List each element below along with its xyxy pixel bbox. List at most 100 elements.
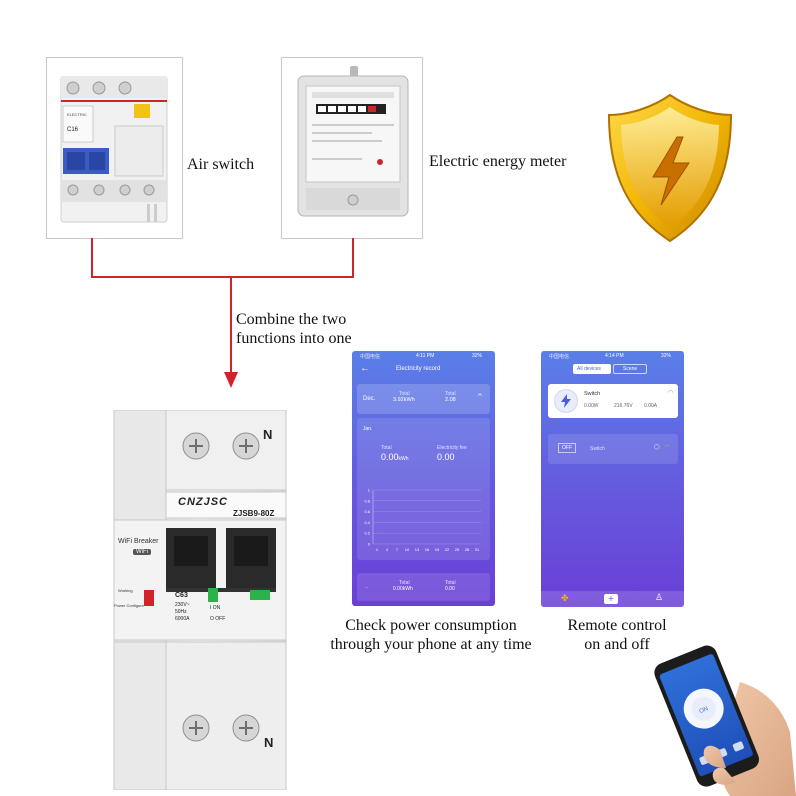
chart-x-tick: 19 [435, 547, 440, 552]
check-line2: through your phone at any time [330, 636, 532, 653]
page-title: Electricity record [396, 366, 441, 372]
nav-profile-icon[interactable]: ♙ [655, 592, 664, 602]
wire-horizontal [91, 276, 354, 278]
check-line1: Check power consumption [345, 617, 517, 634]
period-label: Dec. [363, 396, 376, 402]
combine-caption: Combine the two functions into one [236, 310, 352, 348]
chart-y-tick: 0 [368, 542, 371, 547]
total-value: 3.92kWh [393, 397, 415, 403]
chart-y-tick: 0.8 [364, 498, 370, 503]
device2-wifi-icon: ◠ [665, 444, 670, 450]
air-switch-caption: Air switch [187, 156, 255, 173]
lightning-icon [561, 394, 571, 408]
status-battery: 32% [472, 353, 483, 359]
wifi-breaker-photo [113, 410, 287, 790]
breaker-brand: CNZJSC [178, 496, 229, 508]
hand-phone-on-label: ON [699, 706, 710, 715]
chart-y-tick: 0.4 [364, 520, 370, 525]
wifi-signal-icon: ◠ [668, 390, 674, 396]
chart-y-tick: 0.6 [364, 509, 370, 514]
device2-info-icon[interactable]: ◯ [654, 444, 660, 450]
kwh-unit: kWh [398, 456, 409, 462]
chart-x-tick: 22 [445, 547, 450, 552]
chart-y-tick: 1 [368, 488, 371, 493]
fee-value: 0.00 [437, 452, 455, 462]
chart-x-tick: 4 [386, 547, 389, 552]
air-switch-brand: ELECTRIC [67, 112, 87, 117]
device1-voltage: 216.76V [614, 403, 633, 409]
off-button[interactable]: OFF [558, 443, 576, 453]
breaker-power-config-label: Power Configure [114, 603, 144, 608]
breaker-wifi-label: WiFi Breaker [118, 538, 159, 545]
wire-down [230, 276, 232, 376]
wire-right-vertical [352, 238, 354, 277]
device1-current: 0.00A [644, 403, 658, 409]
chart-x-tick: 16 [425, 547, 430, 552]
chart-x-tick: 10 [405, 547, 410, 552]
energy-meter-photo [297, 66, 409, 217]
nav-home-icon[interactable]: ✤ [561, 593, 569, 603]
breaker-freq: 50Hz [175, 609, 187, 615]
breaker-terminal-bottom: N [264, 735, 274, 750]
chart-x-tick: 1 [376, 547, 379, 552]
tab-all-devices[interactable]: All devices [573, 364, 611, 374]
air-switch-photo: ELECTRIC C16 [60, 76, 168, 223]
chart-card: Jan. Total 0.00kWh Electricity fee 0.00 … [357, 418, 490, 560]
phone-electricity-record: 中国电信 4:11 PM 32% ← Electricity record De… [352, 351, 495, 606]
summary-card[interactable]: Dec. Total 3.92kWh Total 2.08 ^ [357, 384, 490, 414]
bottom-dots: ·· [365, 585, 369, 591]
status-carrier: 中国电信 [549, 354, 570, 360]
device1-power: 0.00W [584, 403, 599, 409]
status-battery: 32% [661, 353, 672, 359]
breaker-wifi-badge: WiFi [133, 549, 151, 555]
total-label: Total [399, 391, 410, 397]
combine-line1: Combine the two [236, 311, 347, 328]
chart-x-tick: 31 [475, 547, 480, 552]
remote-caption: Remote control on and off [544, 616, 690, 654]
device2-name: Switch [590, 446, 605, 452]
chart-x-tick: 13 [415, 547, 420, 552]
bottom-total-label: Total [399, 580, 410, 586]
remote-line1: Remote control [567, 617, 667, 634]
off-button-label: OFF [562, 445, 572, 451]
energy-meter-photo-frame [281, 57, 423, 239]
breaker-capacity: 6000A [175, 616, 190, 622]
combine-line2: functions into one [236, 330, 352, 347]
collapse-icon[interactable]: ^ [477, 393, 483, 401]
bottom-summary-card: ·· Total 0.00kWh Total 0.00 [357, 573, 490, 601]
shield-lightning-icon [607, 93, 733, 243]
breaker-off-label: O OFF [210, 616, 226, 622]
back-icon[interactable]: ← [360, 363, 370, 374]
chart-x-tick: 25 [455, 547, 460, 552]
phone-device-list: 中国电信 4:14 PM 32% All devices Scene Switc… [541, 351, 684, 607]
chart-x-tick: 7 [396, 547, 399, 552]
remote-line2: on and off [584, 636, 650, 653]
breaker-terminal-top: N [263, 427, 273, 442]
bottom-total-value: 0.00kWh [393, 586, 413, 592]
tab-scene[interactable]: Scene [613, 364, 647, 374]
air-switch-model: C16 [67, 127, 79, 133]
bottom-total2-label: Total [445, 580, 456, 586]
arrow-down-icon [224, 372, 238, 388]
device1-name: Switch [584, 391, 601, 397]
chart-x-tick: 28 [465, 547, 470, 552]
breaker-model: ZJSB9-80Z [233, 509, 275, 518]
air-switch-photo-frame: ELECTRIC C16 [46, 57, 183, 239]
status-time: 4:14 PM [605, 353, 624, 359]
tab-all-devices-label: All devices [577, 366, 601, 372]
breaker-on-label: I ON [210, 605, 221, 611]
device-card-switch-off[interactable]: OFF Switch ◯ ◠ [548, 434, 678, 464]
device-card-switch-on[interactable]: Switch ◠ 0.00W 216.76V 0.00A [548, 384, 678, 418]
breaker-voltage: 230V~ [175, 602, 190, 608]
power-button-icon[interactable] [554, 389, 578, 413]
nav-add-icon[interactable]: + [604, 594, 618, 604]
month-label: Jan. [363, 426, 373, 432]
wire-left-vertical [91, 238, 93, 277]
bottom-nav: ✤ + ♙ [541, 591, 684, 607]
fee-label: Electricity fee [437, 445, 467, 451]
energy-meter-caption: Electric energy meter [429, 153, 567, 170]
check-caption: Check power consumption through your pho… [316, 616, 546, 654]
kwh-number: 0.00 [381, 452, 399, 462]
total2-value: 2.08 [445, 397, 456, 403]
